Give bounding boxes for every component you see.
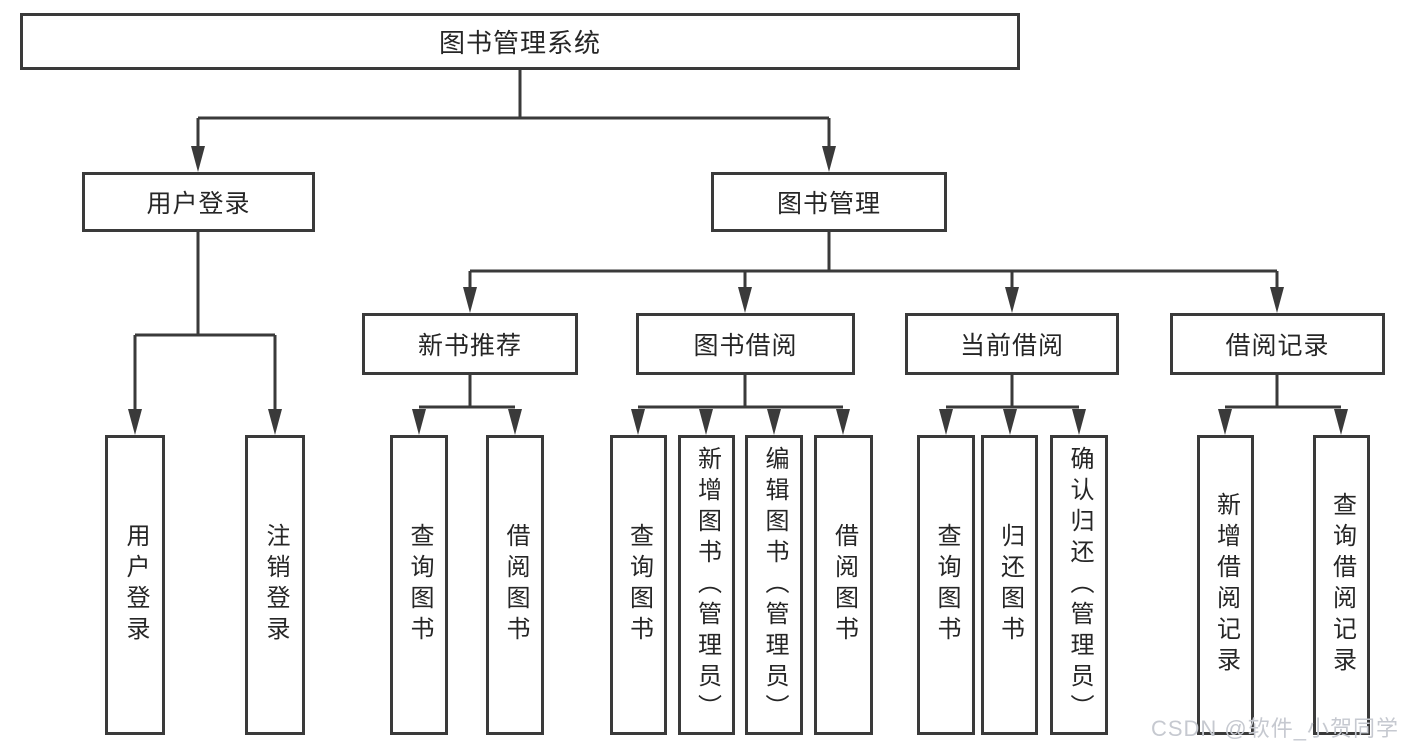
arrow-down-icon — [1334, 409, 1348, 435]
leaf-current-return-books: 归还图书 — [981, 435, 1038, 735]
node-system-root: 图书管理系统 — [20, 13, 1020, 70]
leaf-current-confirm-return-admin: 确认归还（管理员） — [1050, 435, 1108, 735]
node-book-management-branch: 图书管理 — [711, 172, 947, 232]
arrow-down-icon — [268, 409, 282, 435]
leaf-recommend-borrow-books: 借阅图书 — [486, 435, 544, 735]
node-label: 借阅图书 — [830, 523, 858, 647]
leaf-logout: 注销登录 — [245, 435, 305, 735]
node-label: 借阅记录 — [1225, 332, 1330, 360]
arrow-down-icon — [1005, 287, 1019, 313]
arrow-down-icon — [1072, 409, 1086, 435]
node-label: 新增借阅记录 — [1212, 492, 1240, 678]
node-label: 编辑图书（管理员） — [761, 445, 788, 725]
leaf-borrowing-borrow-books: 借阅图书 — [814, 435, 873, 735]
arrow-down-icon — [939, 409, 953, 435]
node-label: 图书管理 — [776, 190, 881, 218]
node-label: 查询图书 — [625, 523, 653, 647]
node-label: 确认归还（管理员） — [1066, 445, 1093, 725]
arrow-down-icon — [836, 409, 850, 435]
node-label: 图书借阅 — [693, 332, 798, 360]
node-label: 查询图书 — [406, 523, 433, 647]
node-current-borrowing: 当前借阅 — [905, 313, 1119, 375]
arrowhead-icons — [128, 146, 1348, 435]
arrow-down-icon — [767, 409, 781, 435]
arrow-down-icon — [699, 409, 713, 435]
node-label: 查询借阅记录 — [1328, 492, 1356, 678]
leaf-borrowing-add-books-admin: 新增图书（管理员） — [678, 435, 735, 735]
arrow-down-icon — [631, 409, 645, 435]
node-label: 用户登录 — [122, 523, 149, 647]
leaf-recommend-query-books: 查询图书 — [390, 435, 448, 735]
leaf-borrowing-query-books: 查询图书 — [610, 435, 667, 735]
node-label: 新增图书（管理员） — [693, 445, 721, 725]
leaf-records-query-record: 查询借阅记录 — [1313, 435, 1370, 735]
node-user-login-branch: 用户登录 — [82, 172, 315, 232]
arrow-down-icon — [1003, 409, 1017, 435]
leaf-current-query-books: 查询图书 — [917, 435, 975, 735]
node-book-borrowing: 图书借阅 — [636, 313, 855, 375]
connector-lines — [133, 70, 1341, 410]
arrow-down-icon — [822, 146, 836, 172]
arrow-down-icon — [412, 409, 426, 435]
node-label: 借阅图书 — [502, 523, 529, 647]
node-label: 用户登录 — [146, 190, 251, 218]
arrow-down-icon — [463, 287, 477, 313]
arrow-down-icon — [191, 146, 205, 172]
node-label: 注销登录 — [262, 523, 289, 647]
node-label: 新书推荐 — [417, 332, 522, 360]
arrow-down-icon — [508, 409, 522, 435]
node-label: 当前借阅 — [959, 332, 1064, 360]
arrow-down-icon — [1218, 409, 1232, 435]
node-label: 归还图书 — [996, 523, 1024, 647]
node-label: 图书管理系统 — [438, 28, 601, 58]
leaf-borrowing-edit-books-admin: 编辑图书（管理员） — [745, 435, 803, 735]
leaf-records-add-record: 新增借阅记录 — [1197, 435, 1254, 735]
leaf-user-login: 用户登录 — [105, 435, 165, 735]
arrow-down-icon — [128, 409, 142, 435]
arrow-down-icon — [738, 287, 752, 313]
node-borrowing-records: 借阅记录 — [1170, 313, 1385, 375]
arrow-down-icon — [1270, 287, 1284, 313]
node-label: 查询图书 — [933, 523, 960, 647]
node-new-book-recommendation: 新书推荐 — [362, 313, 578, 375]
